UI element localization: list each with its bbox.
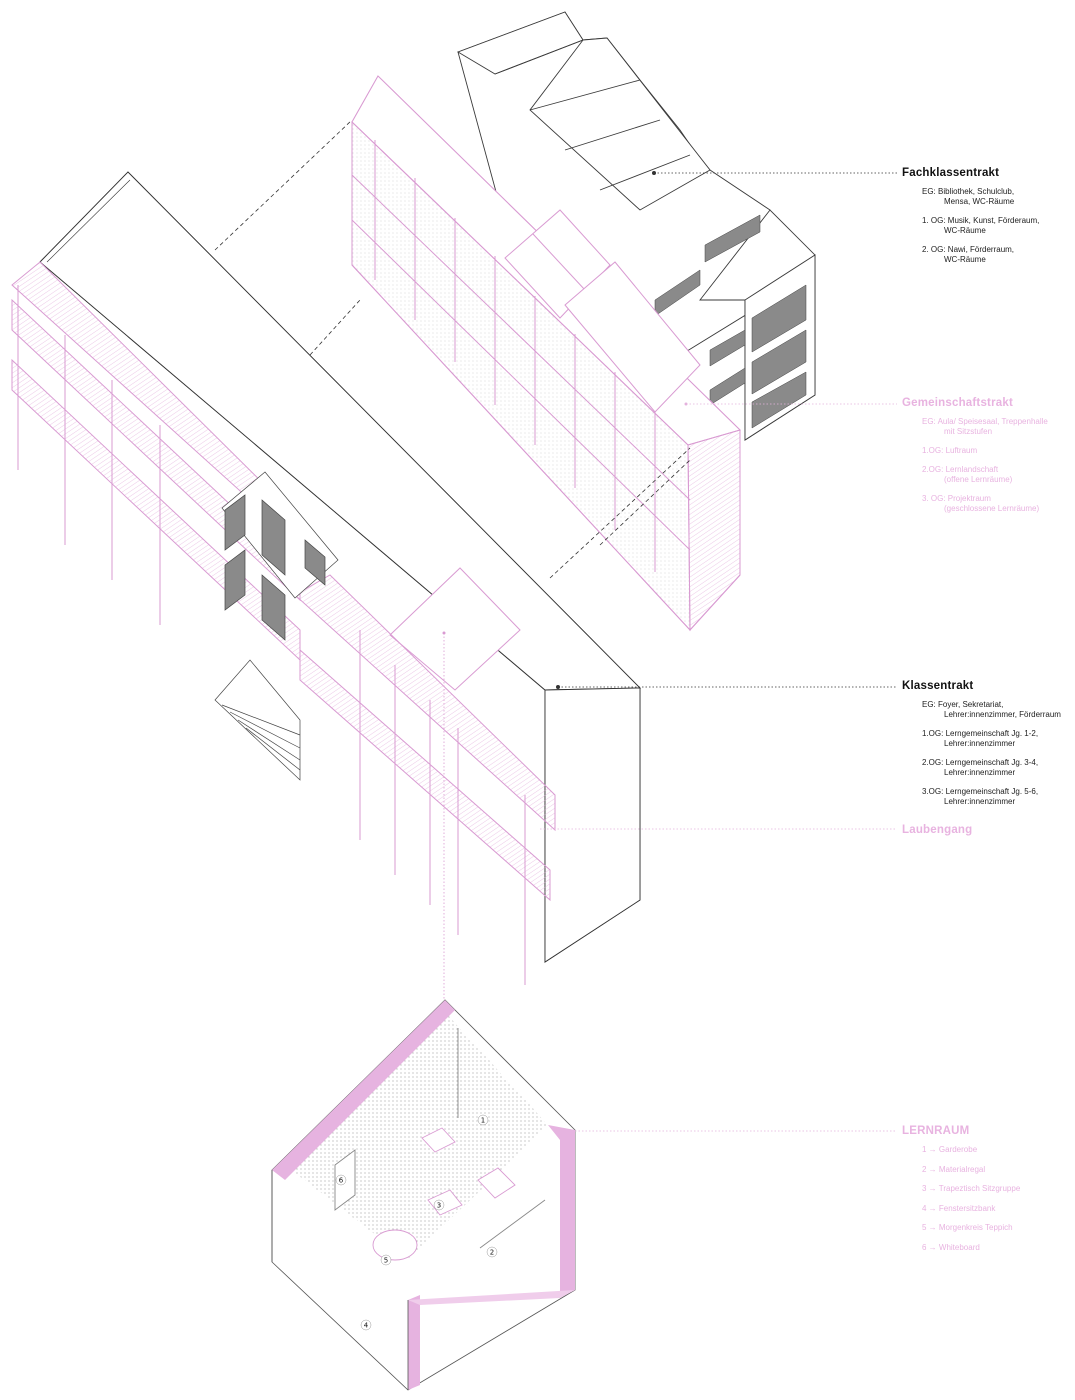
fachklassentrakt-windows [654, 214, 807, 429]
klassentrakt-item: 1.OG: Lerngemeinschaft Jg. 1-2, Lehrer:i… [922, 729, 1039, 748]
lernraum-title: LERNRAUM [902, 1125, 970, 1137]
klassentrakt-item: 3.OG: Lerngemeinschaft Jg. 5-6, Lehrer:i… [922, 787, 1039, 806]
klassentrakt-label: Klassentrakt EG: Foyer, Sekretariat, Leh… [902, 680, 1061, 816]
fachklassentrakt-item: 1. OG: Musik, Kunst, Förderaum, WC-Räume [922, 216, 1040, 235]
gemeinschaftstrakt-item: 3. OG: Projektraum (geschlossene Lernräu… [922, 494, 1040, 513]
fachklassentrakt-item: 2. OG: Nawi, Förderraum, WC-Räume [922, 245, 1015, 264]
gemeinschaftstrakt-title: Gemeinschaftstrakt [902, 397, 1013, 409]
klassentrakt-item: 2.OG: Lerngemeinschaft Jg. 3-4, Lehrer:i… [922, 758, 1039, 777]
fachklassentrakt-title: Fachklassentrakt [902, 167, 1000, 179]
klassentrakt-building [11, 171, 642, 985]
lernraum-item: 5 → Morgenkreis Teppich [922, 1223, 1013, 1232]
svg-text:3: 3 [437, 1202, 441, 1210]
entrance-stair [214, 659, 301, 781]
glass-tower [221, 471, 339, 641]
gemeinschaftstrakt-items: EG: Aula/ Speisesaal, Treppenhalle mit S… [902, 417, 1048, 514]
room-markers: 1 2 3 4 5 6 [335, 1114, 498, 1331]
room-marker-5: 5 [380, 1254, 392, 1266]
room-marker-4: 4 [360, 1319, 372, 1331]
klassentrakt-skylight [389, 567, 521, 691]
gemeinschaftstrakt-label: Gemeinschaftstrakt EG: Aula/ Speisesaal,… [902, 397, 1048, 523]
lernraum-room [271, 999, 576, 1391]
svg-text:6: 6 [339, 1177, 344, 1185]
svg-text:4: 4 [364, 1322, 369, 1330]
lernraum-item: 4 → Fenstersitzbank [922, 1203, 996, 1213]
svg-text:1: 1 [481, 1117, 485, 1125]
lernraum-item: 2 → Materialregal [922, 1164, 986, 1174]
gemeinschaftstrakt-item: 2.OG: Lernlandschaft (offene Lernräume) [922, 465, 1013, 484]
lernraum-label: LERNRAUM 1 → Garderobe 2 → Materialregal… [902, 1125, 1020, 1262]
lernraum-item: 6 → Whiteboard [922, 1242, 980, 1252]
room-marker-3: 3 [433, 1199, 445, 1211]
laubengang-label: Laubengang [902, 824, 972, 836]
lernraum-item: 1 → Garderobe [922, 1145, 978, 1154]
gemeinschaftstrakt-item: EG: Aula/ Speisesaal, Treppenhalle mit S… [922, 417, 1048, 436]
klassentrakt-item: EG: Foyer, Sekretariat, Lehrer:innenzimm… [922, 700, 1061, 719]
lernraum-item: 3 → Trapeztisch Sitzgruppe [922, 1184, 1021, 1193]
svg-text:2: 2 [490, 1249, 494, 1257]
fachklassentrakt-items: EG: Bibliothek, Schulclub, Mensa, WC-Räu… [902, 187, 1039, 265]
klassentrakt-items: EG: Foyer, Sekretariat, Lehrer:innenzimm… [902, 700, 1061, 807]
room-marker-6: 6 [335, 1174, 347, 1186]
fachklassentrakt-item: EG: Bibliothek, Schulclub, Mensa, WC-Räu… [922, 187, 1015, 206]
lernraum-items: 1 → Garderobe 2 → Materialregal 3 → Trap… [902, 1145, 1020, 1253]
gemeinschaftstrakt-item: 1.OG: Luftraum [922, 446, 978, 455]
klassentrakt-title: Klassentrakt [902, 680, 974, 692]
leader-lines [214, 119, 897, 1132]
room-marker-1: 1 [477, 1114, 489, 1126]
fachklassentrakt-label: Fachklassentrakt EG: Bibliothek, Schulcl… [902, 167, 1039, 274]
room-marker-2: 2 [486, 1246, 498, 1258]
svg-text:5: 5 [384, 1257, 388, 1265]
laubengang-title: Laubengang [902, 824, 973, 836]
